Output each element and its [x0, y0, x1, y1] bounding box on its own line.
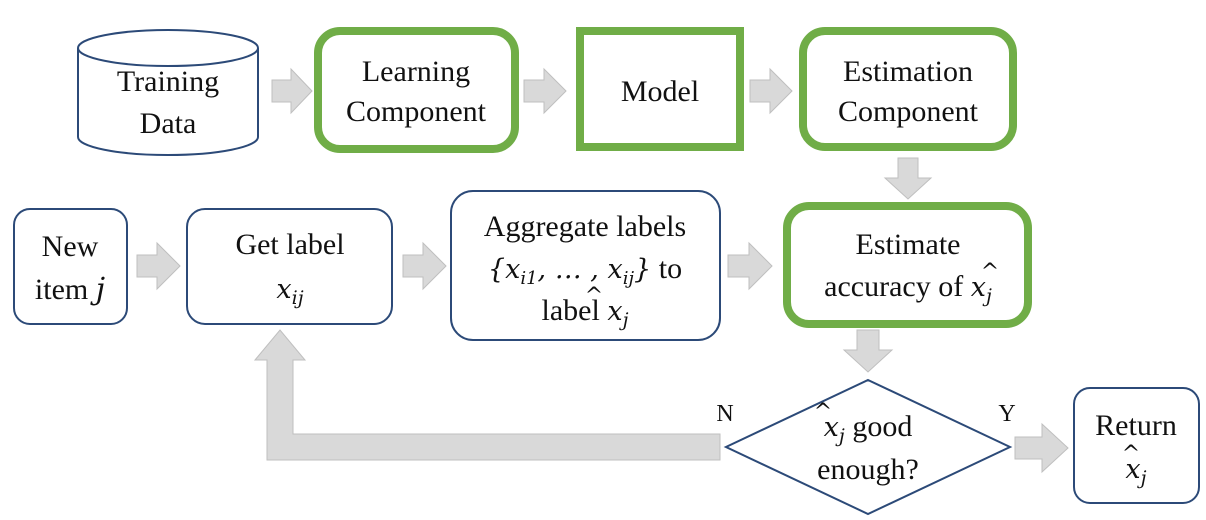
aggregate-label-line1: Aggregate labels — [484, 210, 686, 243]
estimate-accuracy-node: Estimate accuracy of xj ^ — [783, 202, 1032, 328]
aggregate-set-to: to — [651, 252, 682, 285]
estimate-accuracy-label-line2: accuracy of xj — [824, 270, 992, 307]
new-item-label-line1: New — [42, 230, 99, 263]
aggregate-math-sub: j — [619, 309, 629, 331]
arrow-get-label-to-aggregate — [402, 241, 447, 291]
arrow-training-to-learning — [271, 67, 313, 115]
return-math-hat: ^ — [1122, 442, 1140, 467]
estimation-component-label-line1: Estimation — [843, 55, 973, 88]
decision-math-hat: ^ — [814, 400, 832, 425]
new-item-label-line2: item j — [35, 272, 105, 307]
arrow-decision-no-loop-to-get-label — [253, 329, 721, 461]
training-data-cylinder — [77, 48, 259, 156]
decision-math-sub: j — [835, 425, 845, 447]
decision-label-line1: xj good — [824, 410, 913, 447]
aggregate-set-x2: x — [607, 254, 622, 285]
arrows — [136, 67, 1069, 474]
aggregate-line3-text: label — [542, 294, 608, 327]
aggregate-label-line2: {xi1, … , xij} to — [488, 252, 682, 289]
decision-node: xj good ^ enough? N Y — [716, 378, 1016, 516]
decision-label-line2: enough? — [817, 453, 919, 486]
get-label-label-line1: Get label — [235, 228, 344, 261]
decision-yes-label: Y — [998, 401, 1015, 427]
estimate-accuracy-math-hat: ^ — [981, 260, 999, 285]
return-label-line2: xj — [1125, 454, 1146, 489]
arrow-model-to-estimation — [749, 67, 793, 115]
estimate-accuracy-math-base: x — [971, 272, 986, 303]
aggregate-math-hat: ^ — [585, 284, 603, 309]
estimation-component-label-line2: Component — [838, 95, 979, 128]
estimate-accuracy-label-line1: Estimate — [856, 228, 961, 261]
estimate-accuracy-box — [783, 202, 1032, 328]
aggregate-set-close: } — [634, 254, 651, 285]
learning-component-label-line1: Learning — [362, 55, 470, 88]
learning-component-box — [314, 27, 519, 153]
model-label: Model — [621, 75, 699, 108]
get-label-math-sub: ij — [292, 287, 304, 309]
aggregate-box — [450, 190, 721, 341]
training-data-label-line1: Training — [117, 65, 219, 98]
learning-component-node: Learning Component — [314, 27, 519, 153]
return-math-sub: j — [1137, 467, 1147, 489]
aggregate-set-open: { — [488, 254, 505, 285]
get-label-node: Get label xij — [186, 208, 393, 325]
new-item-label-text: item — [35, 273, 96, 306]
arrow-estimate-accuracy-to-decision — [842, 329, 894, 373]
training-data-label-line2: Data — [140, 107, 197, 140]
aggregate-set-x1: x — [505, 254, 520, 285]
return-box — [1073, 387, 1200, 504]
model-box — [576, 27, 744, 151]
aggregate-set-sub2: ij — [623, 268, 635, 289]
aggregate-set-mid: , … , — [538, 254, 608, 285]
aggregate-label-line3: label xj — [542, 294, 629, 331]
decision-line1-text: good — [845, 410, 913, 443]
arrow-estimation-to-estimate-accuracy — [883, 157, 933, 200]
new-item-box — [13, 208, 128, 325]
new-item-node: New item j — [13, 208, 128, 325]
estimate-accuracy-line2-text: accuracy of — [824, 270, 971, 303]
get-label-box — [186, 208, 393, 325]
training-data-node: Training Data — [77, 29, 259, 156]
arrow-aggregate-to-estimate-accuracy — [727, 241, 773, 291]
aggregate-math-base: x — [607, 296, 622, 327]
decision-diamond — [723, 378, 1013, 516]
arrow-new-item-to-get-label — [136, 241, 181, 291]
get-label-math-base: x — [276, 274, 291, 305]
return-node: Return xj ^ — [1073, 387, 1200, 504]
get-label-math: xij — [276, 274, 303, 309]
decision-math-base: x — [824, 412, 839, 443]
training-data-cylinder-top — [77, 29, 259, 67]
estimation-component-box — [799, 27, 1017, 151]
model-node: Model — [576, 27, 744, 151]
estimation-component-node: Estimation Component — [799, 27, 1017, 151]
return-math-base: x — [1125, 454, 1140, 485]
aggregate-set-sub1: i1 — [520, 268, 537, 289]
estimate-accuracy-math-sub: j — [982, 285, 992, 307]
decision-no-label: N — [716, 401, 733, 427]
arrow-decision-yes-to-return — [1014, 422, 1069, 474]
return-label-line1: Return — [1095, 409, 1177, 442]
aggregate-node: Aggregate labels {xi1, … , xij} to label… — [450, 190, 721, 341]
learning-component-label-line2: Component — [346, 95, 487, 128]
arrow-learning-to-model — [523, 67, 567, 115]
